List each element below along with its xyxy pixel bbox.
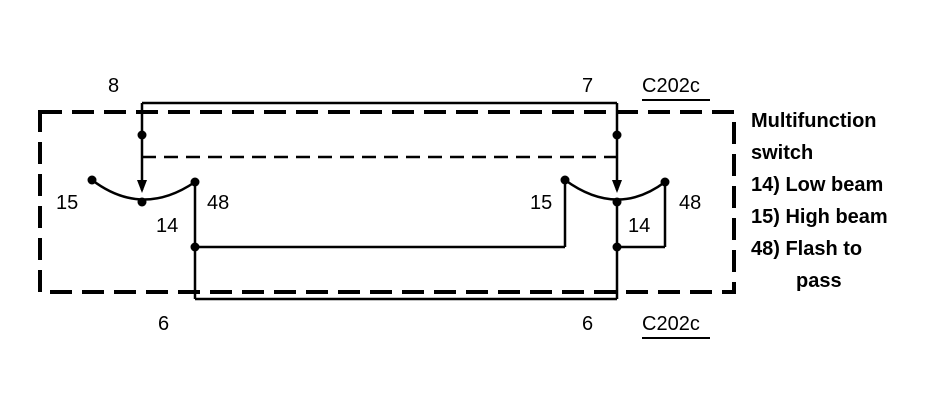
left-contact-15	[87, 175, 97, 185]
right-pos-48: 48	[679, 192, 701, 214]
left-junction-dot	[137, 130, 147, 140]
pin-label-7: 7	[582, 75, 593, 97]
left-switch-arrow	[137, 180, 147, 193]
pin-label-8: 8	[108, 75, 119, 97]
legend-title-line1: Multifunction	[751, 110, 877, 132]
left-pos-14: 14	[156, 215, 178, 237]
left-pos-48: 48	[207, 192, 229, 214]
connector-label-top: C202c	[642, 75, 700, 97]
pin-label-6-right: 6	[582, 313, 593, 335]
legend-item-48-line1: 48) Flash to	[751, 238, 862, 260]
right-junction-dot	[612, 130, 622, 140]
right-pos-15: 15	[530, 192, 552, 214]
right-switch-arrow	[612, 180, 622, 193]
switch-boundary	[38, 110, 736, 294]
legend-item-15: 15) High beam	[751, 206, 888, 228]
pin-label-6-left: 6	[158, 313, 169, 335]
connector-label-bottom: C202c	[642, 313, 700, 335]
legend-title-line2: switch	[751, 142, 813, 164]
legend-item-14: 14) Low beam	[751, 174, 883, 196]
left-pos-15: 15	[56, 192, 78, 214]
left-contact-14	[137, 197, 147, 207]
legend-item-48-line2: pass	[796, 270, 842, 292]
right-pos-14: 14	[628, 215, 650, 237]
